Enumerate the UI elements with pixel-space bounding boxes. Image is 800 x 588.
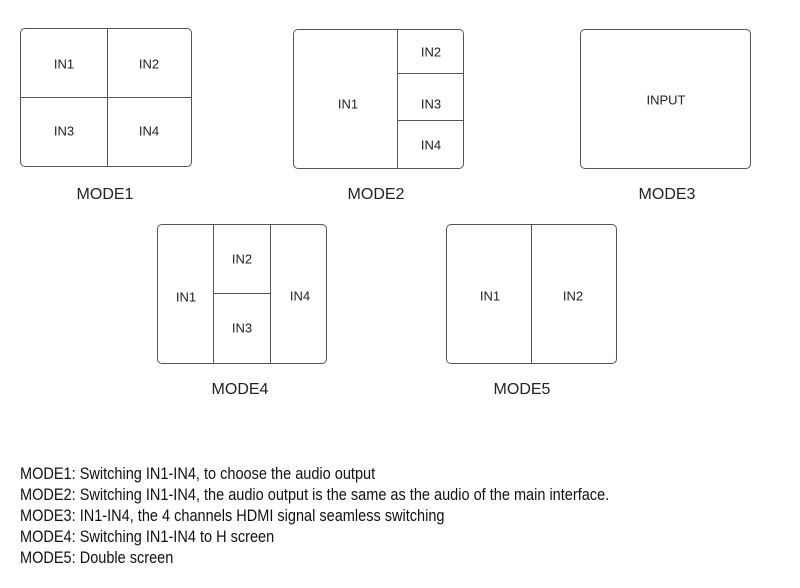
- mode5-cell-in1: IN1: [479, 288, 501, 304]
- mode3-title: MODE3: [638, 186, 696, 203]
- mode1-cell-in3: IN3: [53, 123, 75, 139]
- mode4-cell-in1: IN1: [175, 289, 197, 305]
- mode4-divider-horizontal: [213, 293, 270, 294]
- mode4-cell-in3: IN3: [231, 320, 253, 336]
- mode4-cell-in2: IN2: [231, 251, 253, 267]
- mode1-cell-in1: IN1: [53, 56, 75, 72]
- mode5-divider-vertical: [531, 224, 532, 364]
- mode2-divider-vertical: [397, 29, 398, 169]
- mode3-cell-input: INPUT: [646, 92, 686, 108]
- mode2-description: MODE2: Switching IN1-IN4, the audio outp…: [20, 486, 610, 504]
- mode1-description: MODE1: Switching IN1-IN4, to choose the …: [20, 465, 376, 483]
- mode4-title: MODE4: [211, 381, 269, 398]
- mode2-title: MODE2: [347, 186, 405, 203]
- mode2-screen: [293, 29, 464, 169]
- mode4-description: MODE4: Switching IN1-IN4 to H screen: [20, 528, 275, 546]
- mode1-title: MODE1: [76, 186, 134, 203]
- mode2-cell-in1: IN1: [337, 96, 359, 112]
- mode4-divider-vertical-1: [213, 224, 214, 364]
- mode1-cell-in2: IN2: [138, 56, 160, 72]
- mode-descriptions: MODE1: Switching IN1-IN4, to choose the …: [20, 464, 609, 569]
- mode5-cell-in2: IN2: [562, 288, 584, 304]
- mode5-description: MODE5: Double screen: [20, 549, 174, 567]
- mode2-cell-in3: IN3: [420, 96, 442, 112]
- mode3-description: MODE3: IN1-IN4, the 4 channels HDMI sign…: [20, 507, 445, 525]
- mode4-screen: [157, 224, 327, 364]
- mode2-cell-in4: IN4: [420, 137, 442, 153]
- mode2-divider-horizontal-1: [397, 73, 464, 74]
- mode1-divider-horizontal: [20, 97, 192, 98]
- mode2-divider-horizontal-2: [397, 120, 464, 121]
- mode1-cell-in4: IN4: [138, 123, 160, 139]
- mode5-title: MODE5: [493, 381, 551, 398]
- mode4-cell-in4: IN4: [289, 288, 311, 304]
- mode4-divider-vertical-2: [270, 224, 271, 364]
- mode2-cell-in2: IN2: [420, 44, 442, 60]
- mode3-screen: [580, 29, 751, 169]
